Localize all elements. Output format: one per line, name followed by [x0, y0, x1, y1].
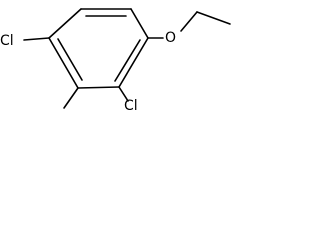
ring-bond-c5-c6 — [77, 86, 120, 89]
ring-bond-c1-c2 — [48, 8, 82, 39]
substituent-bonds — [23, 11, 231, 109]
molecule-structure: Cl Cl O — [0, 8, 231, 114]
oxygen-label: O — [165, 30, 176, 46]
ring-double-bond-inner-left — [57, 38, 83, 81]
chlorine-label-bottom: Cl — [124, 98, 138, 114]
bond-c6-methyl — [63, 87, 79, 109]
chlorine-label-left: Cl — [0, 33, 14, 49]
ring-bond-c3-c4 — [130, 8, 149, 39]
benzene-ring — [48, 8, 149, 89]
bond-c5-cl-bottom — [118, 86, 129, 102]
bond-oxygen-ch2 — [180, 11, 198, 32]
bond-ch2-ch3 — [196, 11, 231, 25]
ring-double-bond-inner-right — [114, 39, 141, 82]
bond-c1-cl-left — [23, 37, 50, 41]
atom-labels: Cl Cl O — [0, 30, 176, 114]
ring-bond-c6-c1 — [48, 37, 79, 89]
ring-bond-c4-c5 — [118, 37, 149, 88]
